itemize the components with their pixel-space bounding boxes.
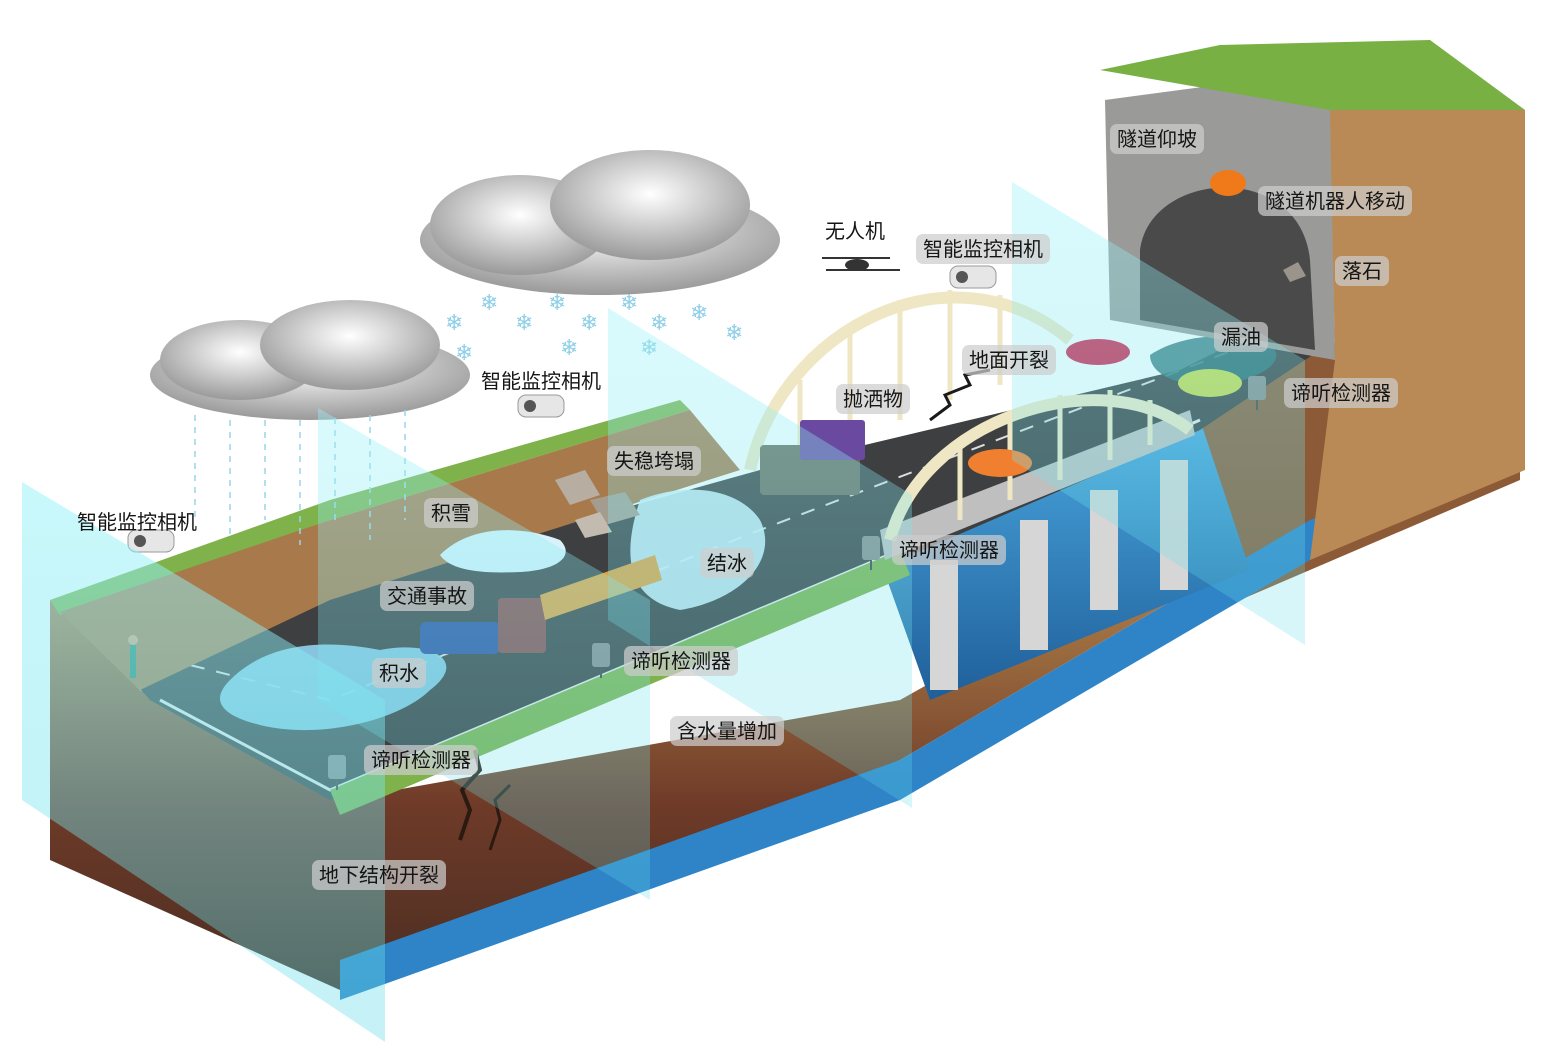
snow-cloud: [420, 150, 780, 295]
label-listen-road: 谛听检测器: [624, 646, 738, 676]
svg-text:❄: ❄: [455, 341, 473, 366]
svg-text:❄: ❄: [560, 336, 578, 361]
label-landslide: 失稳垮塌: [607, 446, 701, 476]
svg-text:❄: ❄: [690, 301, 708, 326]
label-falling-rock: 落石: [1335, 256, 1389, 286]
label-camera-mid: 智能监控相机: [481, 369, 601, 393]
sensing-plane: [1012, 182, 1305, 645]
snowflakes: ❄❄❄ ❄❄❄ ❄❄❄ ❄❄❄: [445, 291, 743, 366]
label-tunnel-robot: 隧道机器人移动: [1258, 186, 1412, 216]
drone-icon: [822, 257, 900, 271]
sensing-plane: [22, 482, 385, 1042]
label-camera-bridge: 智能监控相机: [916, 234, 1050, 264]
label-icing: 结冰: [700, 548, 754, 578]
label-ponding: 积水: [372, 658, 426, 688]
svg-text:❄: ❄: [650, 311, 668, 336]
bridge-pier: [930, 560, 958, 690]
label-listen-left: 谛听检测器: [364, 745, 478, 775]
label-tunnel-slope: 隧道仰坡: [1110, 124, 1204, 154]
sensing-plane: [318, 408, 650, 900]
svg-text:❄: ❄: [620, 291, 638, 316]
label-listen-tunnel: 谛听检测器: [1284, 378, 1398, 408]
hill-right: [1310, 110, 1525, 560]
svg-text:❄: ❄: [515, 311, 533, 336]
sensing-plane: [608, 308, 912, 808]
rain-cloud: [150, 300, 470, 420]
label-ground-crack: 地面开裂: [962, 345, 1056, 375]
camera-icon: [517, 394, 565, 418]
landslide-rock: [575, 512, 612, 538]
svg-text:❄: ❄: [445, 311, 463, 336]
label-camera-left: 智能监控相机: [77, 510, 197, 534]
svg-text:❄: ❄: [548, 291, 566, 316]
svg-text:❄: ❄: [580, 311, 598, 336]
label-spilled-cargo: 抛洒物: [836, 384, 910, 414]
label-accident: 交通事故: [380, 581, 474, 611]
label-oil-leak: 漏油: [1214, 322, 1268, 352]
camera-icon: [949, 265, 997, 289]
fallen-rock: [1283, 262, 1306, 282]
svg-text:❄: ❄: [725, 321, 743, 346]
label-drone: 无人机: [825, 219, 885, 243]
label-moisture-increase: 含水量增加: [670, 716, 784, 746]
label-snow: 积雪: [424, 498, 478, 528]
tunnel-grass-top: [1100, 40, 1525, 110]
label-underground-crack: 地下结构开裂: [312, 860, 446, 890]
camera-icon: [127, 529, 175, 553]
label-listen-bridge: 谛听检测器: [892, 535, 1006, 565]
svg-text:❄: ❄: [480, 291, 498, 316]
tunnel-robot: [1210, 170, 1246, 196]
bridge-pier: [1020, 520, 1048, 650]
ground-crack: [929, 368, 991, 422]
landslide-rock: [555, 470, 600, 505]
